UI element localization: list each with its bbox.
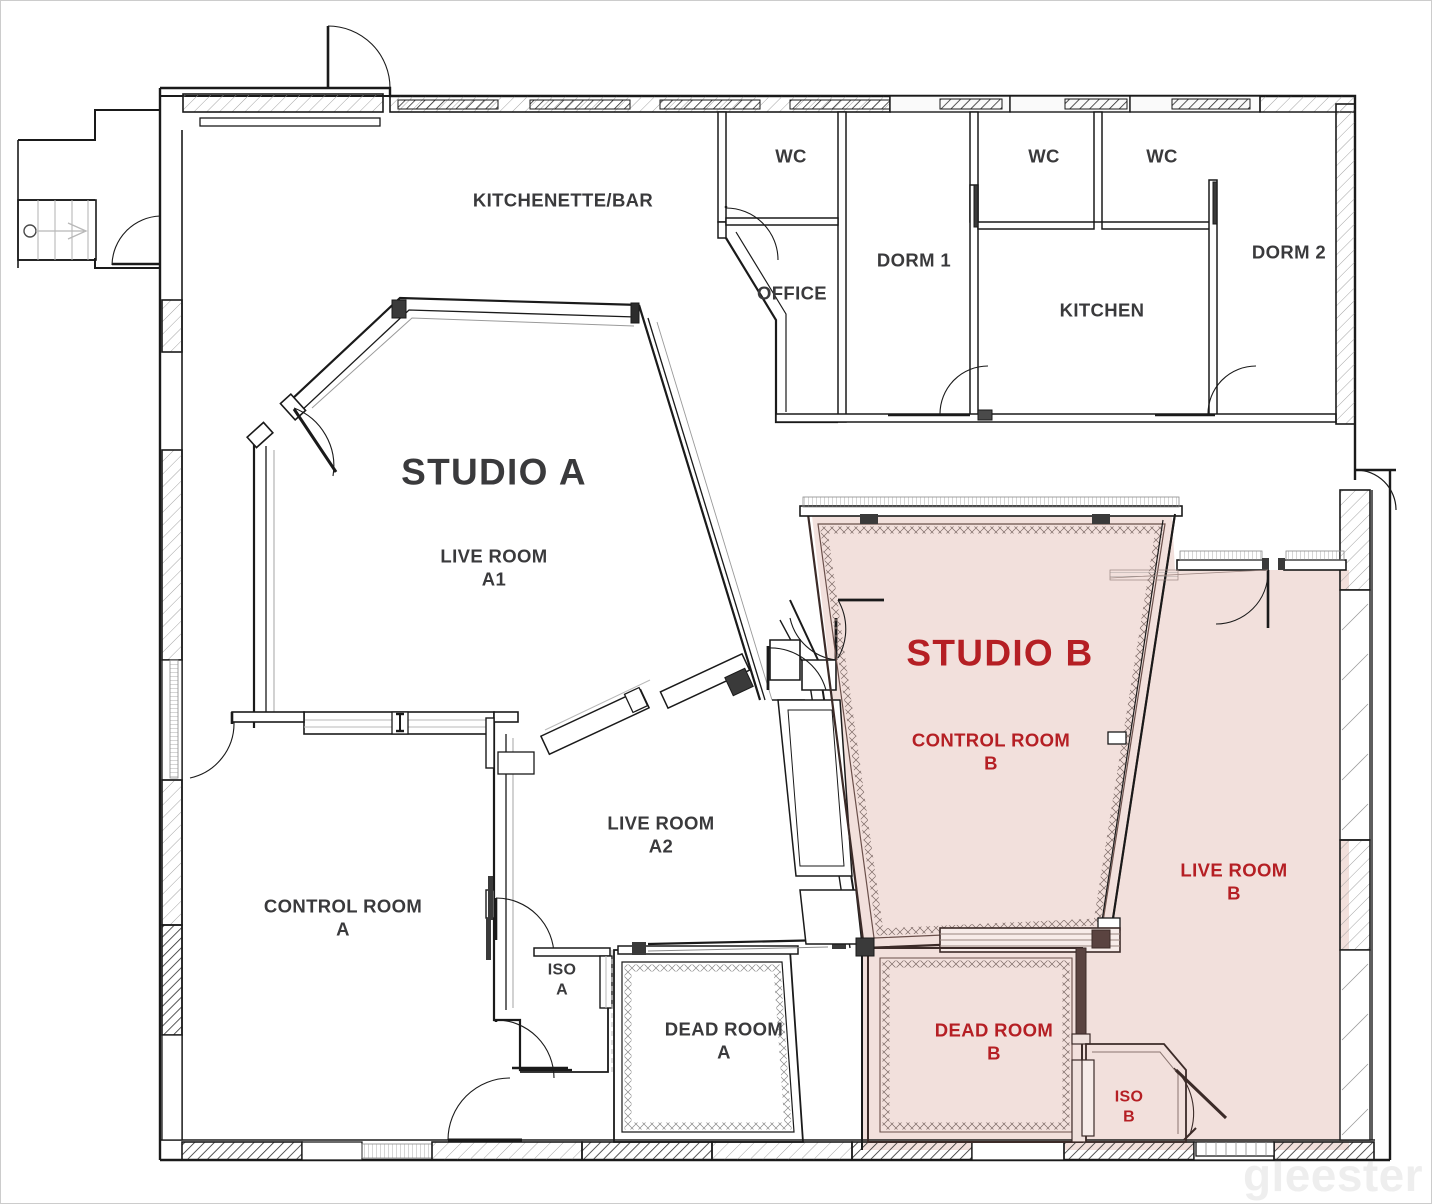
control-room-a-walls <box>485 717 572 1072</box>
studio-b-title: STUDIO B <box>906 632 1094 674</box>
room-sub: A2 <box>648 835 674 856</box>
live-room-a2-door <box>494 897 555 957</box>
room-label-office: OFFICE <box>756 282 828 304</box>
room-name: DEAD ROOM <box>934 1019 1054 1041</box>
room-name: LIVE ROOM <box>1180 859 1288 881</box>
room-sub: B <box>1227 882 1241 903</box>
control-room-b-door <box>837 598 884 659</box>
control-room-b-right-wall <box>1097 513 1176 939</box>
service-door-leaves <box>888 413 1396 472</box>
room-label-wc-1: WC <box>775 145 807 167</box>
live-room-a2-windows <box>497 652 754 775</box>
room-name: DEAD ROOM <box>664 1018 784 1040</box>
left-shell-segments <box>161 299 183 1141</box>
control-room-a-door-top <box>189 712 235 779</box>
studio-a-title: STUDIO A <box>401 451 587 493</box>
partition-mullions <box>973 181 1218 228</box>
room-name: ISO <box>1114 1088 1144 1106</box>
top-wall-openings <box>182 93 1356 127</box>
corridor-between-studios <box>766 599 863 1150</box>
control-room-a-window <box>231 711 519 735</box>
iso-a-door <box>494 1019 568 1079</box>
room-label-kitchen: KITCHEN <box>1059 299 1145 321</box>
stair-run <box>17 199 97 261</box>
right-shell-segments <box>1339 489 1371 1141</box>
room-label-kitchenette-bar: KITCHENETTE/BAR <box>472 189 654 211</box>
iso-b-door <box>1173 1067 1228 1141</box>
room-label-wc-2: WC <box>1028 145 1060 167</box>
room-label-iso-a: ISO A <box>548 960 577 999</box>
bottom-shell-segments <box>181 1141 1375 1161</box>
room-sub: B <box>987 1042 1001 1063</box>
room-sub: A <box>336 918 350 939</box>
room-label-wc-3: WC <box>1146 145 1178 167</box>
room-sub: A <box>717 1041 731 1062</box>
room-sub: A <box>556 981 568 998</box>
room-label-dorm-1: DORM 1 <box>876 249 952 271</box>
room-name: ISO <box>547 961 577 979</box>
room-label-iso-b: ISO B <box>1115 1087 1144 1126</box>
room-name: CONTROL ROOM <box>911 729 1071 751</box>
entry-door-swing <box>111 215 161 266</box>
kitchenette-door-swing <box>326 25 391 89</box>
bottom-right-threshold <box>1195 1141 1275 1157</box>
live-room-a1-walls <box>246 296 773 728</box>
room-name: LIVE ROOM <box>440 545 548 567</box>
iso-a-walls <box>520 947 613 1073</box>
studio-b-fixtures <box>855 929 1111 957</box>
room-label-dorm-2: DORM 2 <box>1251 241 1327 263</box>
room-name: LIVE ROOM <box>607 812 715 834</box>
room-name: CONTROL ROOM <box>263 895 423 917</box>
room-sub: B <box>1123 1108 1135 1125</box>
live-room-a1-door <box>292 407 338 477</box>
room-sub: A1 <box>481 568 507 589</box>
room-sub: B <box>984 752 998 773</box>
live-room-b-walls <box>1109 550 1347 628</box>
iso-b-walls <box>1081 1043 1187 1143</box>
control-room-a-door-bottom <box>447 1077 522 1142</box>
